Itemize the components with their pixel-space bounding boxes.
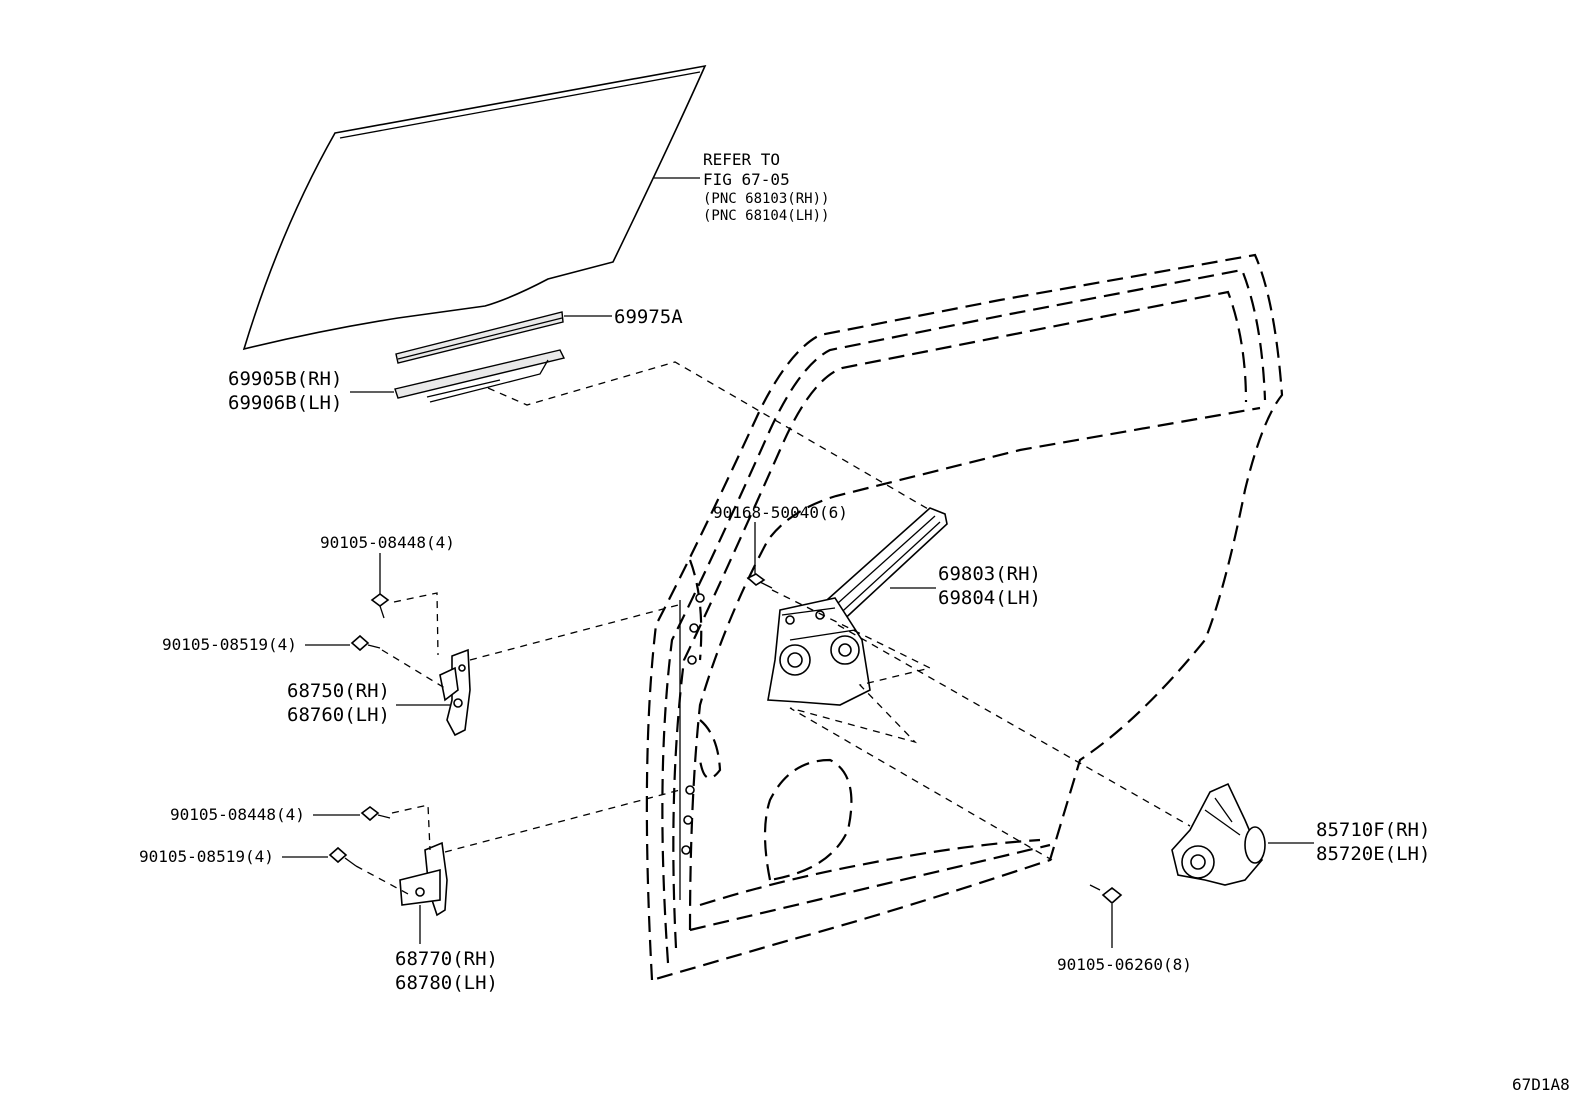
lower-hinge-bolt-2[interactable] xyxy=(328,846,357,867)
svg-text:FIG 67-05: FIG 67-05 xyxy=(703,170,790,189)
upper-bolt1-dash xyxy=(393,592,439,656)
lower-bolt1-dash xyxy=(391,804,431,851)
label-69803: 69803(RH) xyxy=(938,563,1041,585)
label-90168-50040: 90168-50040(6) xyxy=(713,503,848,522)
label-90105-06260: 90105-06260(8) xyxy=(1057,955,1192,974)
upper-hinge-bolt-2[interactable] xyxy=(350,634,381,652)
label-upper-90105-08448: 90105-08448(4) xyxy=(320,533,455,552)
door-panel xyxy=(645,253,1284,982)
weatherstrip-dash xyxy=(487,361,936,514)
label-85720E: 85720E(LH) xyxy=(1316,843,1430,865)
label-69804: 69804(LH) xyxy=(938,587,1041,609)
label-68770: 68770(RH) xyxy=(395,948,498,970)
label-69905B: 69905B(RH) xyxy=(228,368,342,390)
svg-text:REFER TO: REFER TO xyxy=(703,150,780,169)
label-lower-90105-08519: 90105-08519(4) xyxy=(139,847,274,866)
label-68750: 68750(RH) xyxy=(287,680,390,702)
regulator-bolt[interactable] xyxy=(746,573,773,589)
glass-run-channel[interactable] xyxy=(395,311,564,364)
window-motor[interactable] xyxy=(1171,782,1266,886)
lower-hinge-bolt-1[interactable] xyxy=(360,806,391,822)
label-upper-90105-08519: 90105-08519(4) xyxy=(162,635,297,654)
door-weatherstrip[interactable] xyxy=(394,349,566,403)
label-69906B: 69906B(LH) xyxy=(228,392,342,414)
upper-hinge[interactable] xyxy=(439,648,471,737)
label-85710F: 85710F(RH) xyxy=(1316,819,1430,841)
refer-note: REFER TO FIG 67-05 (PNC 68103(RH)) (PNC … xyxy=(703,150,829,224)
label-68780: 68780(LH) xyxy=(395,972,498,994)
lower-hinge[interactable] xyxy=(399,841,448,917)
upper-bolt2-dash xyxy=(381,649,449,691)
label-68760: 68760(LH) xyxy=(287,704,390,726)
lower-bolt2-dash xyxy=(355,865,411,896)
motor-bolt[interactable] xyxy=(1089,884,1123,905)
regulator-dash xyxy=(771,589,1191,861)
label-lower-90105-08448: 90105-08448(4) xyxy=(170,805,305,824)
label-69975A: 69975A xyxy=(614,306,683,328)
diagram-id: 67D1A8 xyxy=(1512,1075,1570,1094)
door-glass[interactable] xyxy=(242,64,707,351)
upper-hinge-bolt-1[interactable] xyxy=(370,593,390,619)
window-regulator[interactable] xyxy=(767,507,948,706)
upper-hinge-dash xyxy=(469,603,683,661)
lower-hinge-dash xyxy=(444,789,681,853)
svg-text:(PNC 68103(RH)): (PNC 68103(RH)) xyxy=(703,191,829,207)
svg-text:(PNC 68104(LH)): (PNC 68104(LH)) xyxy=(703,208,829,224)
